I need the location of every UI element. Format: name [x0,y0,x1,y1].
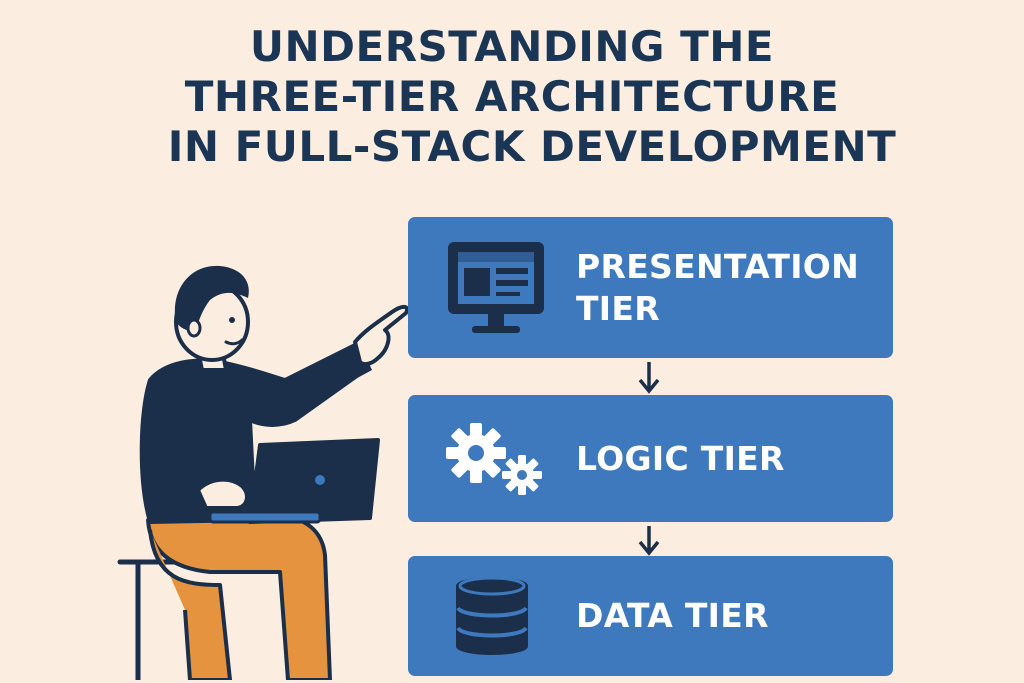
arrow-down-icon [638,526,660,556]
person-pants [146,510,332,680]
presentation-tier-label: PRESENTATION TIER [576,246,860,328]
title-line-3: IN FULL-STACK DEVELOPMENT [167,122,897,171]
developer-illustration [117,265,409,680]
person-eye [229,317,235,323]
data-tier-box: DATA TIER [408,556,893,676]
title-line-1: UNDERSTANDING THE [249,22,775,71]
person-raised-arm [260,345,372,420]
presentation-tier-box: PRESENTATION TIER [408,217,893,358]
data-tier-label: DATA TIER [576,596,769,635]
laptop-logo [315,475,325,485]
person-hair [174,265,249,331]
page-title: UNDERSTANDING THE THREE-TIER ARCHITECTUR… [0,22,1024,172]
gears-icon [446,422,542,495]
database-icon [456,576,528,655]
person-pants-front-leg [148,529,232,680]
person-pointing-hand [353,304,409,367]
person-typing-hand [196,477,249,510]
arrow-down-icon [638,362,660,394]
monitor-icon [448,241,544,333]
person-ear [186,318,202,338]
logic-tier-label: LOGIC TIER [576,438,785,478]
logic-tier-box: LOGIC TIER [408,395,893,522]
title-line-2: THREE-TIER ARCHITECTURE [184,72,840,121]
laptop-base [208,510,322,524]
laptop-screen [248,438,380,524]
person-mouth [224,338,244,346]
